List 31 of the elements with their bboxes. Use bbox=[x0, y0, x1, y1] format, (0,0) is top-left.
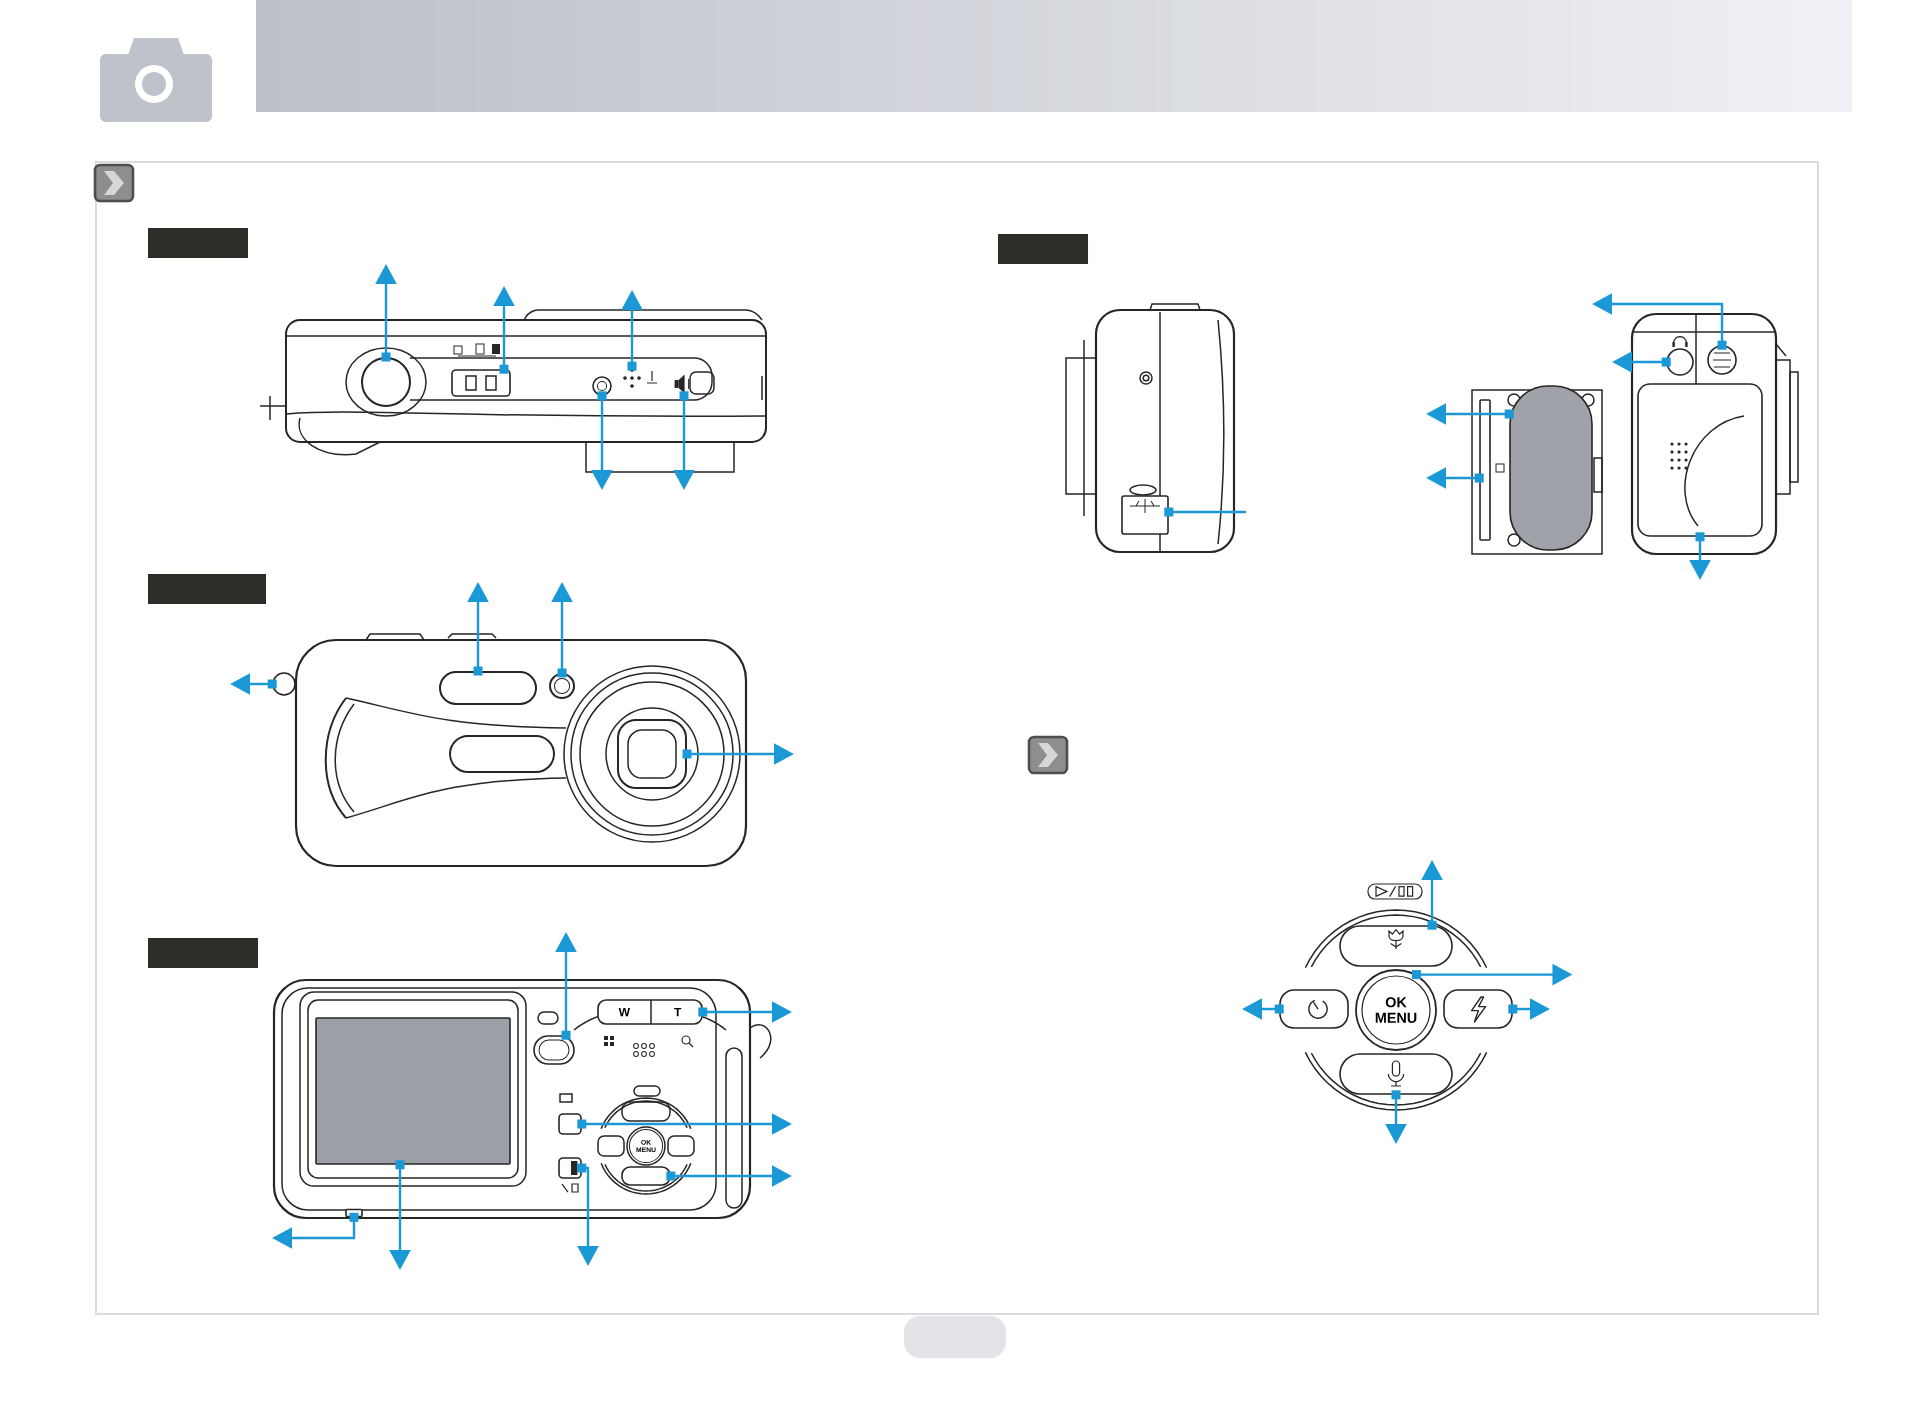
strap-loop bbox=[272, 672, 296, 696]
camera-side-drawing bbox=[1065, 303, 1236, 554]
down-button bbox=[1339, 1053, 1453, 1095]
up-button bbox=[1339, 925, 1453, 967]
card-slot bbox=[1479, 399, 1491, 541]
right-button bbox=[1443, 989, 1513, 1029]
shutter-button bbox=[361, 357, 411, 407]
delete-button bbox=[558, 1157, 582, 1179]
indicator-lamp bbox=[549, 673, 575, 699]
camera-top-drawing bbox=[259, 309, 767, 473]
down-button bbox=[621, 1166, 671, 1186]
mode-switch bbox=[451, 369, 511, 397]
screen bbox=[315, 1017, 511, 1165]
camera-front-drawing bbox=[294, 633, 748, 868]
lens bbox=[617, 719, 687, 789]
camera-open-side-drawing bbox=[1630, 312, 1799, 556]
pad-ring bbox=[1304, 883, 1488, 1111]
leader-line bbox=[1164, 507, 1246, 517]
display-button bbox=[533, 1035, 575, 1065]
earphone-jack bbox=[1666, 336, 1694, 376]
camera-back-drawing bbox=[272, 978, 772, 1220]
dial bbox=[1707, 345, 1737, 375]
left-button bbox=[1279, 989, 1349, 1029]
microphone-holes bbox=[623, 368, 641, 388]
speaker-icon bbox=[674, 374, 690, 394]
mode-button bbox=[558, 1113, 582, 1135]
battery-door bbox=[1637, 383, 1763, 537]
battery-compartment-drawing bbox=[1471, 385, 1603, 555]
battery bbox=[1509, 385, 1593, 551]
port-cover bbox=[1121, 495, 1169, 535]
flash-window bbox=[439, 671, 537, 705]
